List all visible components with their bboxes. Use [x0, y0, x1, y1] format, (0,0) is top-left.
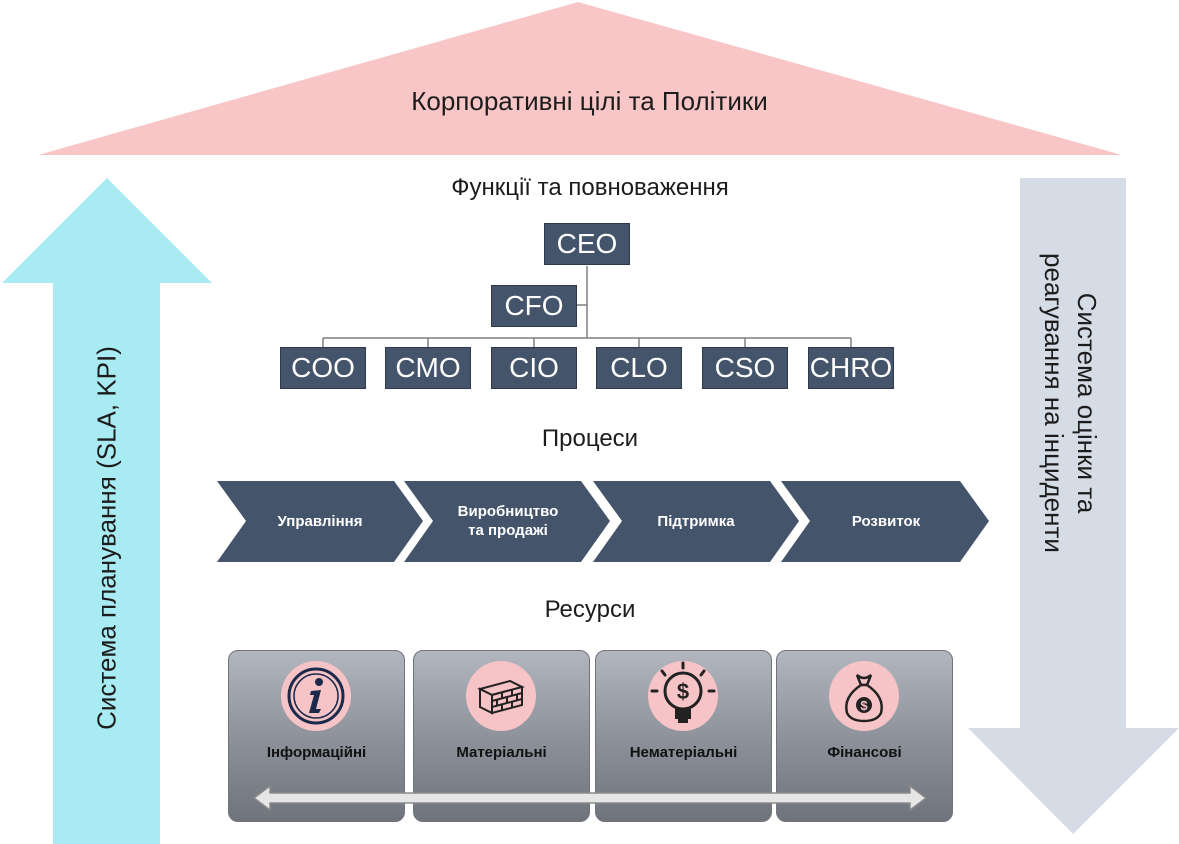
processes-title: Процеси — [541, 425, 639, 452]
info-icon — [281, 661, 351, 731]
brick-wall-icon — [466, 661, 536, 731]
process-label-management: Управління — [277, 513, 363, 530]
process-label-support: Підтримка — [657, 513, 735, 530]
resource-label-material: Матеріальні — [456, 744, 547, 761]
functions-title: Функції та повноваження — [451, 174, 729, 201]
resource-label-intangible: Нематеріальні — [629, 744, 738, 761]
org-box-chro: CHRO — [809, 348, 893, 388]
corporate-goals-title: Корпоративні цілі та Політики — [411, 86, 768, 116]
process-chevron-production — [404, 481, 610, 562]
org-box-cmo: CMO — [386, 348, 470, 388]
org-box-coo: COO — [281, 348, 365, 388]
org-box-ceo: CEO — [545, 224, 629, 264]
money-bag-icon: $ — [829, 661, 899, 731]
org-box-cio: CIO — [492, 348, 576, 388]
resources-title: Ресурси — [544, 596, 636, 623]
process-chevron-development — [781, 481, 989, 562]
roof-shape — [38, 2, 1122, 155]
evaluation-arrow — [968, 178, 1179, 834]
org-connectors — [322, 266, 852, 348]
process-label-development: Розвиток — [851, 513, 921, 530]
planning-arrow — [2, 178, 212, 844]
svg-text:$: $ — [860, 698, 868, 713]
resource-label-financial: Фінансові — [827, 744, 902, 761]
process-chevrons — [217, 481, 989, 562]
resources-double-arrow — [252, 784, 928, 812]
lightbulb-dollar-icon: $ — [648, 661, 718, 731]
process-chevron-management — [217, 481, 423, 562]
resource-label-information: Інформаційні — [266, 744, 367, 761]
process-chevron-support — [593, 481, 799, 562]
org-box-clo: CLO — [597, 348, 681, 388]
svg-text:$: $ — [677, 679, 689, 704]
org-box-cfo: CFO — [492, 286, 576, 326]
org-box-cso: CSO — [703, 348, 787, 388]
process-label-production: Виробництво та продажі — [457, 503, 559, 539]
